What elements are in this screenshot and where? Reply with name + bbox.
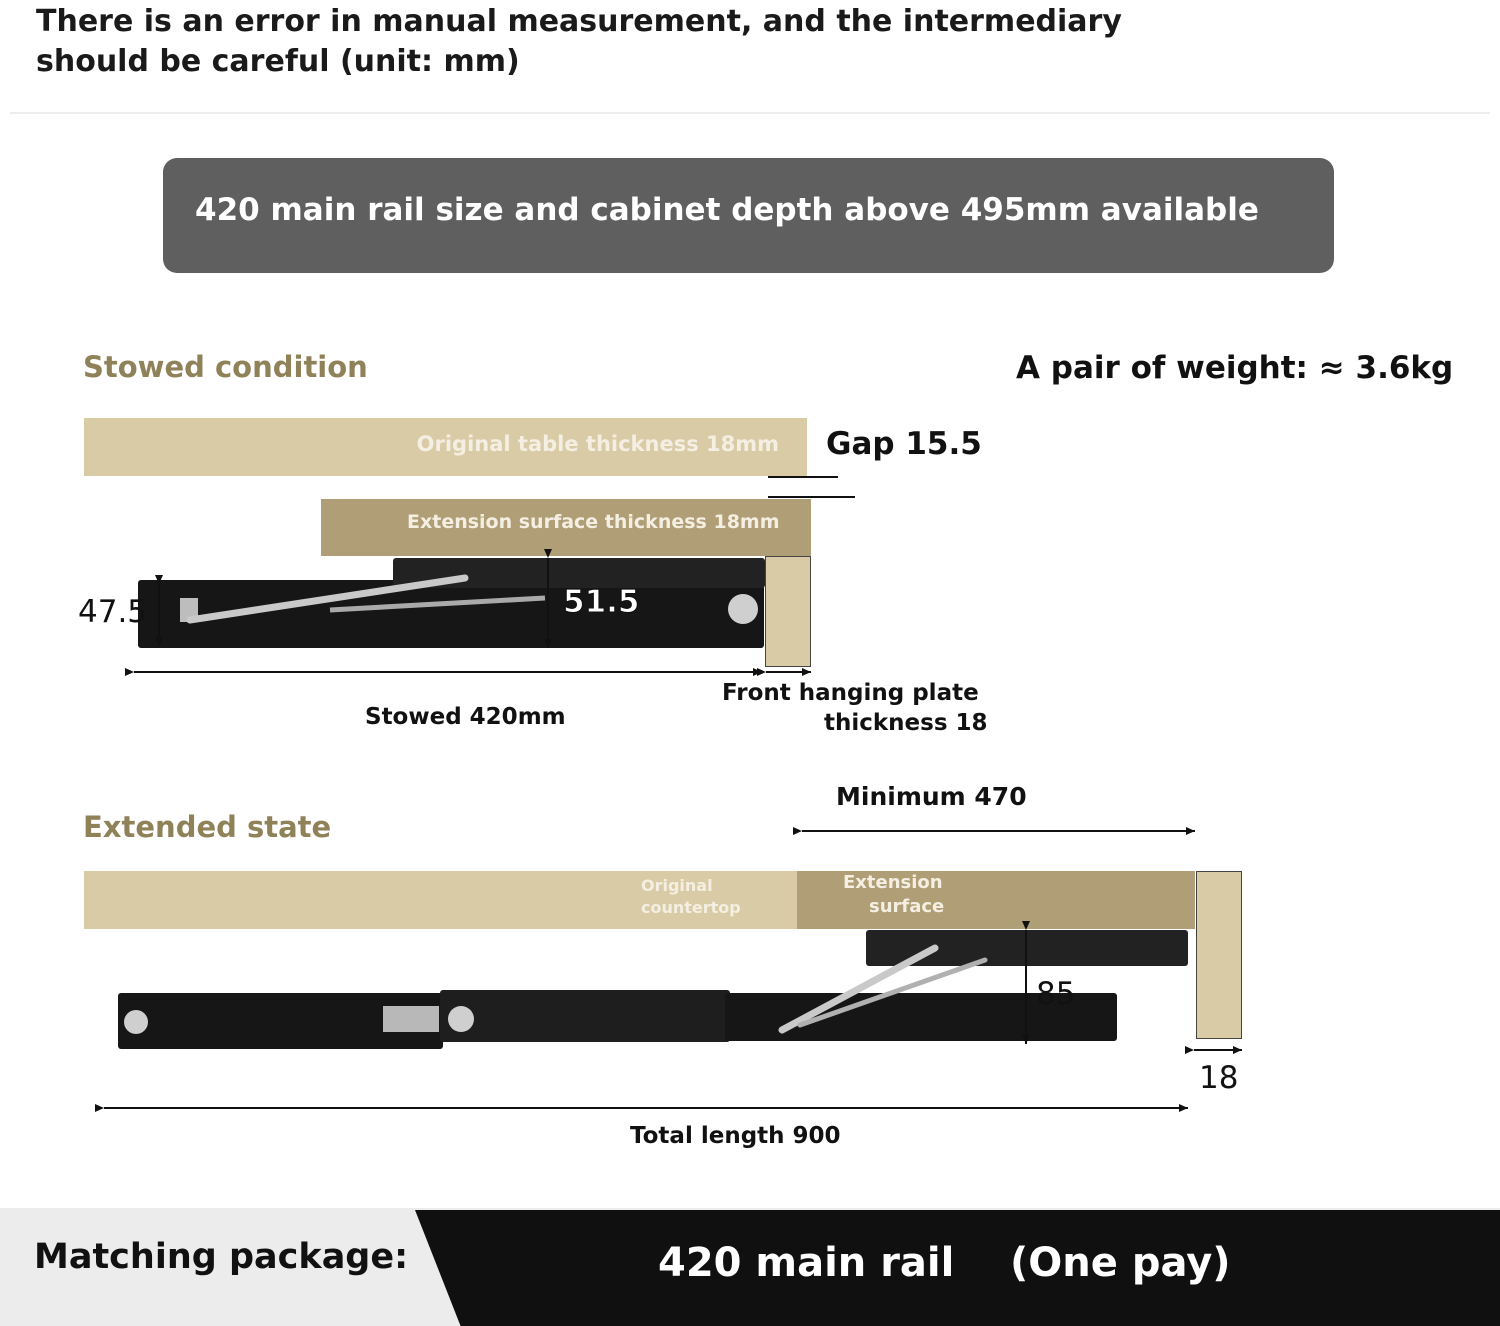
rail-size-banner: 420 main rail size and cabinet depth abo… <box>163 158 1334 273</box>
extended-rail-middle <box>440 990 730 1042</box>
gap-label: Gap 15.5 <box>826 426 982 462</box>
extended-surface-board: Extension surface <box>797 871 1195 929</box>
original-countertop-board: Original countertop <box>84 871 797 929</box>
extended-plate-thickness: 18 <box>1199 1060 1239 1096</box>
original-table-board: Original table thickness 18mm <box>84 418 807 476</box>
extended-rail-roller-2 <box>448 1006 474 1032</box>
header-divider <box>10 112 1490 114</box>
extended-rail-inner <box>725 993 1117 1041</box>
front-hanging-plate <box>765 556 811 667</box>
stowed-title: Stowed condition <box>83 350 368 384</box>
package-item: 420 main rail <box>658 1240 955 1286</box>
extended-title: Extended state <box>83 810 332 844</box>
weight-label: A pair of weight: ≈ 3.6kg <box>1016 350 1454 386</box>
total-length-label: Total length 900 <box>630 1123 841 1149</box>
matching-package-label: Matching package: <box>34 1237 409 1277</box>
notice-line-1: There is an error in manual measurement,… <box>36 4 1122 39</box>
front-plate-line-1: Front hanging plate <box>722 680 979 706</box>
banner-text: 420 main rail size and cabinet depth abo… <box>195 192 1259 228</box>
countertop-line-1: Original <box>641 876 713 895</box>
stowed-rail-height: 47.5 <box>78 594 148 630</box>
countertop-line-2: countertop <box>641 898 741 917</box>
package-note: (One pay) <box>1010 1240 1231 1286</box>
notice-line-2: should be careful (unit: mm) <box>36 44 520 79</box>
stowed-lift-height: 51.5 <box>563 584 640 621</box>
stowed-rail-roller <box>728 594 758 624</box>
dimension-lines-overlay <box>95 476 1242 1112</box>
countertop-label: Original countertop <box>641 875 741 919</box>
footer-dark-panel <box>415 1210 1500 1326</box>
stowed-length-label: Stowed 420mm <box>365 704 566 730</box>
extended-surface-label: Extension surface <box>843 871 944 919</box>
extended-lift-height: 85 <box>1036 976 1076 1012</box>
extended-rail-connector <box>383 1006 439 1032</box>
extension-surface-board: Extension surface thickness 18mm <box>321 499 811 556</box>
extension-surface-label: Extension surface thickness 18mm <box>407 511 780 533</box>
measurement-notice: There is an error in manual measurement,… <box>36 2 1236 82</box>
extended-surface-line-1: Extension <box>843 872 943 893</box>
extended-front-plate <box>1196 871 1242 1039</box>
extended-surface-line-2: surface <box>869 896 945 917</box>
minimum-label: Minimum 470 <box>836 782 1027 811</box>
extended-gas-strut-2 <box>797 957 988 1028</box>
extended-gas-strut-1 <box>778 944 939 1034</box>
stowed-gas-strut <box>186 574 469 624</box>
front-plate-line-2: thickness 18 <box>824 710 988 736</box>
stowed-strut-arm <box>329 595 546 613</box>
front-plate-label: Front hanging plate thickness 18 <box>722 678 988 738</box>
extended-rail-roller-1 <box>124 1010 148 1034</box>
original-table-label: Original table thickness 18mm <box>416 432 779 456</box>
